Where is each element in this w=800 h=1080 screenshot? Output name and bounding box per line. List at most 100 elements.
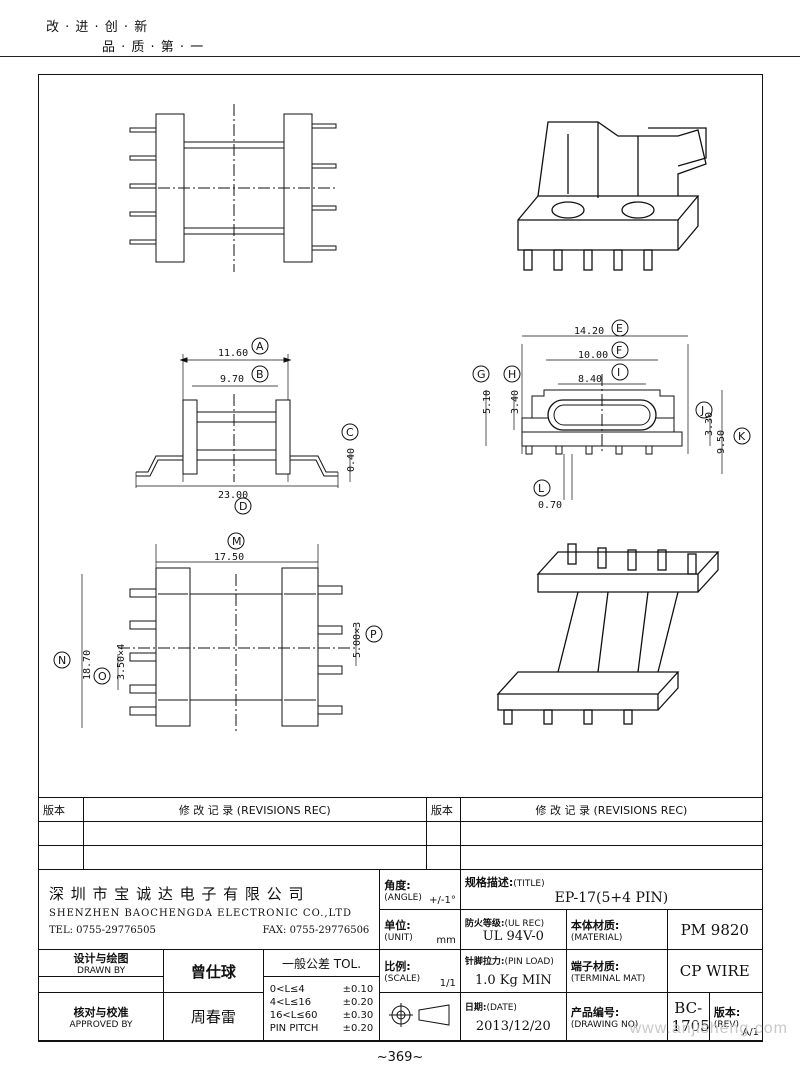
dim-8-40: 8.40: [578, 374, 602, 385]
dim-0-70: 0.70: [538, 500, 562, 511]
company-tel: TEL: 0755-29776505: [49, 925, 156, 936]
label-g: G: [477, 368, 486, 381]
material-label: 本体材质:: [570, 918, 620, 932]
scale-value: 1/1: [439, 978, 456, 989]
revision-row-2-rec-right: [459, 845, 764, 870]
rev-label: 版本:: [713, 1005, 741, 1019]
technical-drawing: 11.60 A 9.70 B 23.00 D 0.40 C 14.20: [53, 104, 751, 734]
scale-label: 比例:: [384, 960, 411, 973]
tolerance-title: 一般公差 TOL.: [262, 949, 381, 977]
unit-label-en: (UNIT): [384, 932, 413, 943]
dim-3-30: 3.30: [704, 412, 715, 436]
drawn-label: 设计与绘图: [73, 952, 129, 965]
tol-value-3: ±0.30: [342, 1009, 374, 1021]
spec-label: 规格描述:: [464, 875, 514, 889]
label-a: A: [256, 340, 264, 353]
dim-9-70: 9.70: [220, 374, 244, 385]
drawing-frame: [38, 74, 763, 1042]
title-block: 版本 修 改 记 录 (REVISIONS REC) 版本 修 改 记 录 (R…: [37, 797, 764, 1041]
drawing-no-value: BC-1705: [666, 992, 710, 1041]
pin-load-label-en: (PIN LOAD): [504, 957, 554, 967]
dim-11-60: 11.60: [218, 348, 248, 359]
label-p: P: [370, 628, 377, 641]
drawn-label-en: DRAWN BY: [76, 966, 126, 976]
tol-value-1: ±0.10: [342, 983, 374, 995]
drawing-no-label-en: (DRAWING NO): [570, 1019, 639, 1030]
label-o: O: [98, 670, 107, 683]
label-f: F: [616, 344, 622, 357]
label-l: L: [538, 482, 545, 495]
date-value: 2013/12/20: [475, 1018, 551, 1034]
revisions-header-left: 版本: [38, 797, 84, 822]
approved-value: 周春雷: [163, 992, 264, 1041]
header-rule: [0, 56, 800, 57]
unit-value: mm: [436, 935, 456, 946]
revisions-rec-left: 修 改 记 录 (REVISIONS REC): [82, 797, 427, 822]
revision-row-1-rec: [82, 821, 427, 846]
label-j: J: [700, 404, 704, 417]
dim-10-00: 10.00: [578, 350, 608, 361]
approved-label: 核对与校准: [73, 1005, 129, 1019]
revision-row-2-ver: [38, 845, 84, 870]
dim-17-50: 17.50: [214, 552, 244, 563]
material-value: PM 9820: [666, 909, 764, 950]
isometric-view-bottom: [496, 543, 720, 725]
isometric-view-top: [517, 121, 707, 271]
unit-label: 单位:: [384, 918, 411, 932]
material-label-en: (MATERIAL): [570, 932, 623, 943]
label-c: C: [346, 426, 354, 439]
spec-label-en: (TITLE): [513, 878, 545, 889]
drawing-no-label: 产品编号:: [570, 1005, 620, 1019]
company-fax: FAX: 0755-29776506: [262, 925, 370, 936]
angle-value: +/-1°: [429, 895, 456, 906]
label-e: E: [616, 322, 623, 335]
date-label-en: (DATE): [486, 1002, 517, 1013]
revision-row-1-ver-right: [425, 821, 461, 846]
revisions-header-right: 版本: [425, 797, 461, 822]
scale-label-en: (SCALE): [384, 974, 421, 984]
pin-load-value: 1.0 Kg MIN: [474, 973, 552, 988]
label-d: D: [239, 500, 247, 513]
side-view: 11.60 A 9.70 B 23.00 D 0.40 C: [135, 337, 359, 515]
dim-3-40: 3.40: [510, 390, 521, 414]
company-name-en: SHENZHEN BAOCHENGDA ELECTRONIC CO.,LTD: [49, 908, 353, 919]
flame-value: UL 94V-0: [482, 928, 544, 944]
date-label: 日期:: [464, 1002, 487, 1013]
revision-row-1-rec-right: [459, 821, 764, 846]
revisions-rec-right: 修 改 记 录 (REVISIONS REC): [459, 797, 764, 822]
drawn-value: 曾仕球: [163, 949, 264, 993]
tol-range-3: 16<L≤60: [269, 1009, 318, 1021]
dim-14-20: 14.20: [574, 326, 604, 337]
label-b: B: [256, 368, 264, 381]
label-m: M: [232, 535, 242, 548]
dim-23-00: 23.00: [218, 490, 248, 501]
dim-18-70: 18.70: [82, 650, 93, 680]
dim-9-50: 9.50: [716, 430, 727, 454]
label-k: K: [738, 430, 746, 443]
rev-label-en: (REV): [713, 1019, 740, 1030]
slogan-line-1: 改 · 进 · 创 · 新: [46, 20, 149, 35]
pin-load-label: 针脚拉力:: [464, 957, 505, 967]
top-view: 17.50 M 18.70 N 3.50×4 O: [53, 532, 383, 734]
flame-label-en: (UL REC): [504, 918, 545, 929]
revision-row-2-rec: [82, 845, 427, 870]
tol-range-1: 0<L≤4: [269, 983, 305, 995]
flame-label: 防火等级:: [464, 918, 505, 929]
approved-label-en: APPROVED BY: [69, 1019, 133, 1030]
tol-value-4: ±0.20: [342, 1022, 374, 1034]
tol-range-2: 4<L≤16: [269, 996, 312, 1008]
terminal-label-en: (TERMINAL MAT): [570, 974, 646, 984]
dim-0-40: 0.40: [346, 448, 357, 472]
dim-5-00x3: 5.00×3: [352, 622, 363, 658]
label-i: I: [617, 366, 620, 379]
revision-row-1-ver: [38, 821, 84, 846]
projection-symbol-icon: [389, 1003, 450, 1027]
front-view-top: [129, 104, 338, 272]
tol-value-2: ±0.20: [342, 996, 374, 1008]
dim-3-50x4: 3.50×4: [116, 644, 127, 680]
rev-value: A/1: [742, 1027, 759, 1038]
label-h: H: [508, 368, 516, 381]
page-number: ~369~: [376, 1050, 424, 1065]
company-name-cn: 深 圳 市 宝 诚 达 电 子 有 限 公 司: [49, 885, 305, 903]
spec-value: EP-17(5+4 PIN): [554, 889, 669, 906]
